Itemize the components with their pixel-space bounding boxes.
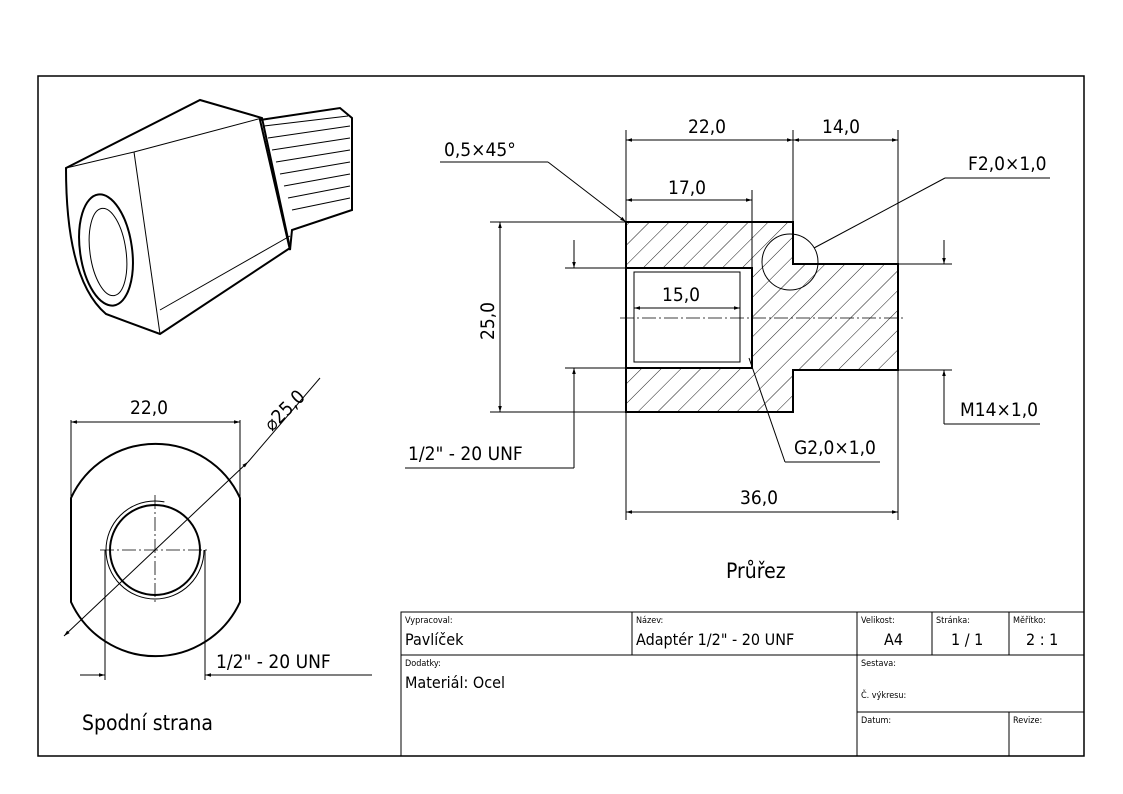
size-value: A4 — [884, 630, 903, 649]
dim-25: 25,0 — [477, 302, 499, 340]
bottom-width-dim: 22,0 — [130, 397, 168, 419]
bottom-view-title: Spodní strana — [82, 711, 213, 735]
bottom-thread-dim: 1/2" - 20 UNF — [216, 651, 331, 673]
drawing-frame — [37, 75, 1085, 757]
dim-thread-unf: 1/2" - 20 UNF — [408, 443, 523, 465]
drawn-by-label: Vypracoval: — [405, 616, 453, 626]
notes-value: Materiál: Ocel — [405, 673, 505, 692]
dim-fillet: F2,0×1,0 — [968, 153, 1047, 175]
date-label: Datum: — [861, 716, 891, 726]
page-label: Stránka: — [936, 616, 970, 626]
dim-15: 15,0 — [662, 284, 700, 306]
name-label: Název: — [636, 616, 663, 626]
dim-groove: G2,0×1,0 — [794, 437, 876, 459]
drawing-number-label: Č. výkresu: — [861, 689, 906, 701]
section-view: 0,5×45° 22,0 14,0 17,0 15,0 25,0 F2,0×1,… — [405, 116, 1050, 583]
dim-14: 14,0 — [822, 116, 860, 138]
title-block: Vypracoval: Pavlíček Název: Adaptér 1/2"… — [400, 611, 1085, 757]
dim-17: 17,0 — [668, 177, 706, 199]
drawn-by-value: Pavlíček — [405, 630, 464, 649]
bottom-diameter-dim: ⌀25,0 — [260, 386, 310, 436]
size-label: Velikost: — [861, 616, 895, 626]
section-view-title: Průřez — [726, 559, 786, 583]
scale-label: Měřítko: — [1013, 616, 1046, 626]
dim-thread-m: M14×1,0 — [960, 399, 1038, 421]
isometric-view — [64, 98, 353, 336]
dim-22: 22,0 — [688, 116, 726, 138]
dim-chamfer: 0,5×45° — [444, 139, 516, 161]
revision-label: Revize: — [1013, 716, 1042, 726]
assembly-label: Sestava: — [861, 659, 896, 669]
dim-36: 36,0 — [740, 487, 778, 509]
bottom-view: 22,0 ⌀25,0 1/2" - 20 UNF Spodní strana — [63, 377, 372, 735]
notes-label: Dodatky: — [405, 659, 441, 669]
scale-value: 2 : 1 — [1026, 630, 1058, 649]
page-value: 1 / 1 — [951, 630, 983, 649]
name-value: Adaptér 1/2" - 20 UNF — [636, 630, 794, 649]
